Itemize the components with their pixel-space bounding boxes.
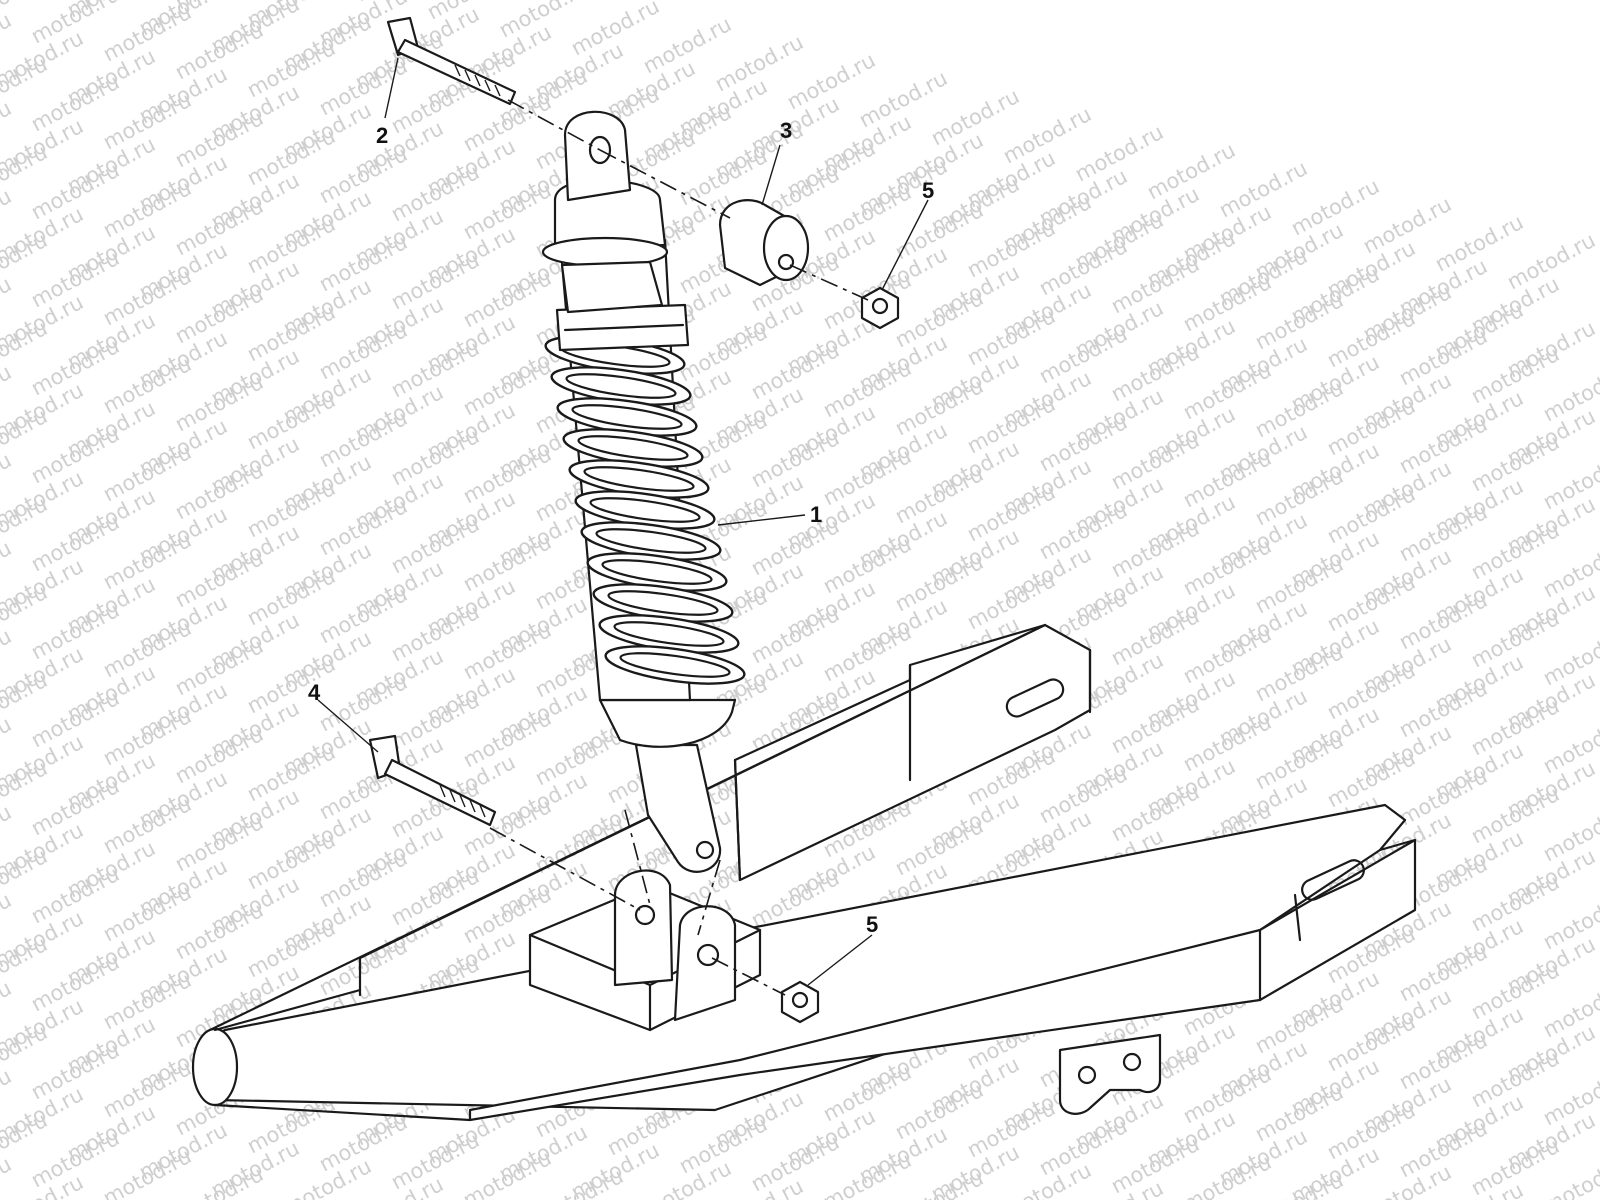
watermark-text: motod.ru xyxy=(0,1152,15,1200)
shock-absorber-icon xyxy=(541,110,746,873)
leader-lines xyxy=(317,57,929,986)
spring-coil-inner xyxy=(571,404,683,430)
lower-bolt-icon xyxy=(368,734,497,827)
spring-coil xyxy=(604,645,746,685)
upper-bolt-icon xyxy=(386,16,517,106)
callout-1: 1 xyxy=(810,502,822,527)
spring-coil-inner xyxy=(577,435,689,461)
flange-nut-icon xyxy=(780,980,820,1024)
spring-coil-inner xyxy=(613,621,725,647)
spring-coil-inner xyxy=(607,590,719,616)
callout-4: 4 xyxy=(308,680,321,705)
spring-coil-inner xyxy=(601,559,713,585)
callout-3: 3 xyxy=(780,118,792,143)
swingarm-icon xyxy=(191,623,1417,1122)
spring-coil-inner xyxy=(565,373,677,399)
spring-coil-inner xyxy=(583,466,695,492)
spring-coil-inner xyxy=(595,528,707,554)
callout-5-lower: 5 xyxy=(866,912,878,937)
callout-2: 2 xyxy=(376,123,388,148)
spring-coil-inner xyxy=(619,652,731,678)
spring-coil-inner xyxy=(589,497,701,523)
callout-5-upper: 5 xyxy=(922,178,934,203)
flange-nut-icon xyxy=(860,286,900,330)
spacer-bushing-icon xyxy=(718,199,810,287)
assembly-axis-lines xyxy=(489,99,869,996)
